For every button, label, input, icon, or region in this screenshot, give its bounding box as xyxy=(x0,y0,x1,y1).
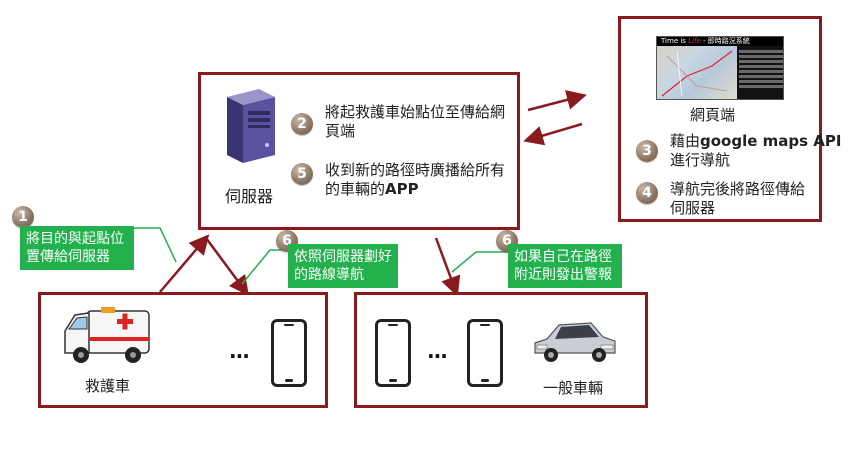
step5-text-line1: 收到新的路徑時廣播給所有 xyxy=(325,161,506,179)
server-box: 伺服器 2 將起救護車始點位至傳給網 頁端 5 收到新的路徑時廣播給所有 的車輛… xyxy=(198,72,520,230)
ambulance-box: 救護車 ... xyxy=(38,292,328,408)
car-phone-icon-1 xyxy=(375,319,411,387)
note1-leader xyxy=(134,227,177,263)
note1-callout: 將目的與起點位 置傳給伺服器 xyxy=(20,226,134,270)
web-screenshot-map xyxy=(657,46,737,99)
step3-badge: 3 xyxy=(636,140,658,162)
cars-label: 一般車輛 xyxy=(543,379,604,397)
note1-line2: 置傳給伺服器 xyxy=(26,249,110,265)
note6b-callout: 如果自己在路徑 附近則發出警報 xyxy=(508,244,622,288)
web-label: 網頁端 xyxy=(690,106,736,124)
step2-text-line1: 將起救護車始點位至傳給網 xyxy=(325,103,506,121)
arrow-server-to-cars xyxy=(434,237,461,297)
arrow-server-to-ambulance-phone xyxy=(204,237,249,297)
note6a-leader xyxy=(241,249,288,285)
step5-text-line2: 的車輛的APP xyxy=(325,180,419,199)
car-phone-icon-2 xyxy=(467,319,503,387)
note1-badge: 1 xyxy=(12,206,34,228)
step2-badge: 2 xyxy=(291,113,313,135)
step3-text-line1: 藉由google maps API xyxy=(670,132,841,151)
ambulance-icon xyxy=(64,307,150,363)
note6a-line1: 依照伺服器劃好 xyxy=(294,249,392,265)
step3-text-prefix: 藉由 xyxy=(670,132,701,150)
web-screenshot: Time is Life - 即時路況系統 xyxy=(656,36,784,100)
step3-text-line2: 進行導航 xyxy=(670,151,731,169)
ambulance-phone-icon xyxy=(271,319,307,387)
step4-text-line1: 導航完後將路徑傳給 xyxy=(670,180,806,198)
note1-line1: 將目的與起點位 xyxy=(26,231,124,247)
note6b-line2: 附近則發出警報 xyxy=(514,267,612,283)
cars-ellipsis: ... xyxy=(427,339,448,363)
step2-text-line2: 頁端 xyxy=(325,122,356,140)
cars-box: ... 一般車輛 xyxy=(354,292,648,408)
note6a-callout: 依照伺服器劃好 的路線導航 xyxy=(288,244,398,288)
note6b-leader xyxy=(451,251,508,273)
server-label: 伺服器 xyxy=(225,187,274,206)
web-screenshot-title: Time is Life - 即時路況系統 xyxy=(657,37,783,46)
car-icon xyxy=(534,322,616,362)
map-routes-icon xyxy=(661,50,733,97)
step5-text-line2-bold: APP xyxy=(385,180,419,198)
note6a-line2: 的路線導航 xyxy=(294,267,364,283)
arrow-ambulance-to-server xyxy=(159,234,210,293)
web-screenshot-panel xyxy=(739,48,783,99)
arrow-web-to-server xyxy=(523,122,583,146)
web-screenshot-title-c: - 即時路況系統 xyxy=(700,37,750,45)
step5-text-line2-prefix: 的車輛的 xyxy=(325,180,386,198)
step3-text-bold: google maps API xyxy=(700,132,842,150)
step4-text-line2: 伺服器 xyxy=(670,199,716,217)
web-screenshot-title-a: Time is xyxy=(661,37,689,45)
arrow-server-to-web xyxy=(527,90,587,112)
ambulance-label: 救護車 xyxy=(85,377,131,395)
ambulance-ellipsis: ... xyxy=(229,339,250,363)
step5-badge: 5 xyxy=(291,163,313,185)
server-tower-icon xyxy=(227,89,275,163)
step4-badge: 4 xyxy=(636,182,658,204)
web-screenshot-title-b: Life xyxy=(688,37,701,45)
note6b-line1: 如果自己在路徑 xyxy=(514,249,612,265)
